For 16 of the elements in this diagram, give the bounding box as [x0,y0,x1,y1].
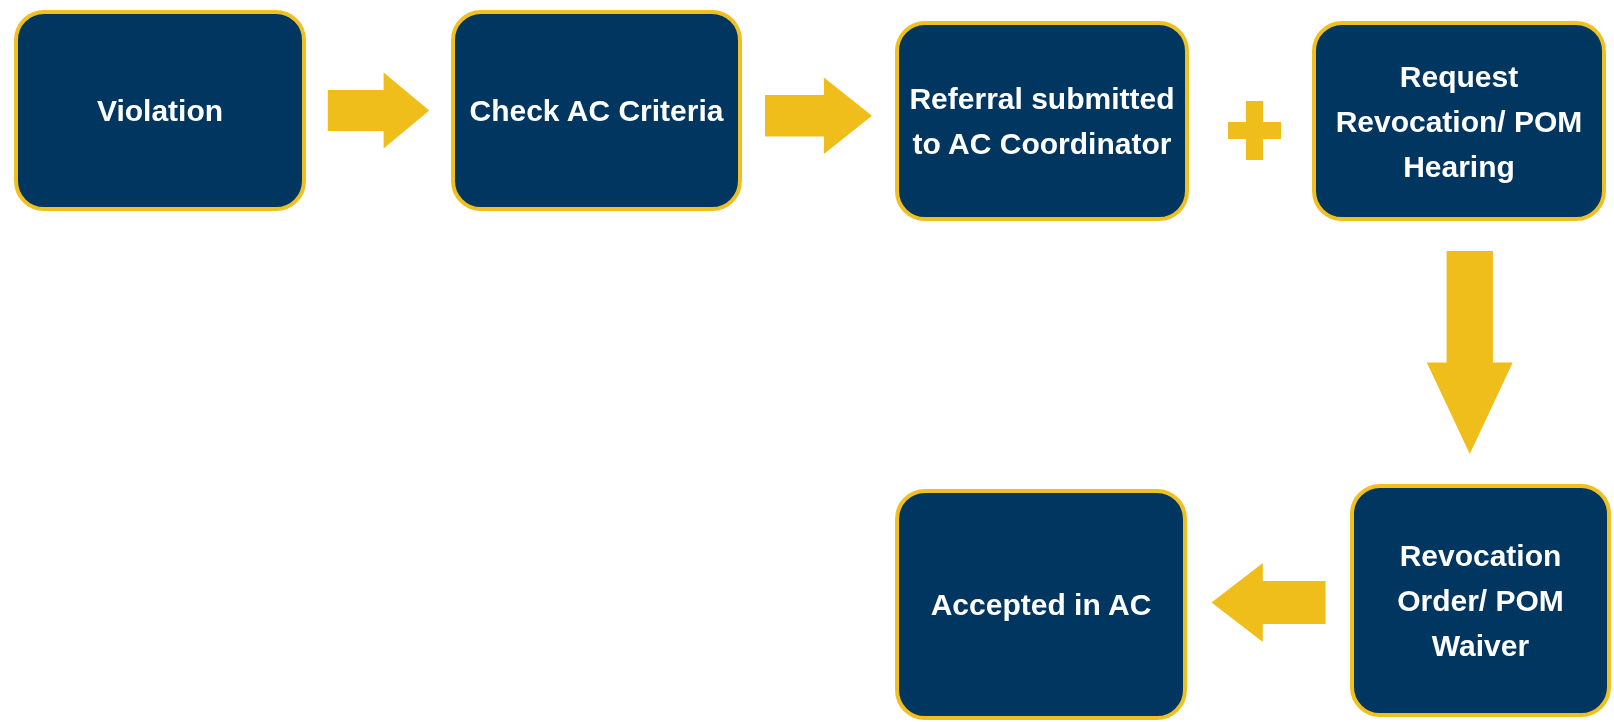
block-arrow [1426,251,1513,454]
box-label: Violation [96,93,224,129]
box-label: Revocation Order/ POM Waiver [1396,538,1565,664]
block-arrow [765,77,872,154]
box-label: Request Revocation/ POM Hearing [1334,58,1584,185]
box-label: Check AC Criteria [469,93,724,129]
box-label: Referral submitted to AC Coordinator [908,81,1176,162]
block-arrow [1211,562,1326,643]
process-box [1312,21,1606,221]
process-box [895,21,1189,221]
process-box [1350,484,1611,717]
process-box [14,10,306,211]
block-arrow [327,72,430,149]
process-box [895,489,1187,720]
process-box [451,10,742,211]
box-label: Accepted in AC [930,587,1152,623]
